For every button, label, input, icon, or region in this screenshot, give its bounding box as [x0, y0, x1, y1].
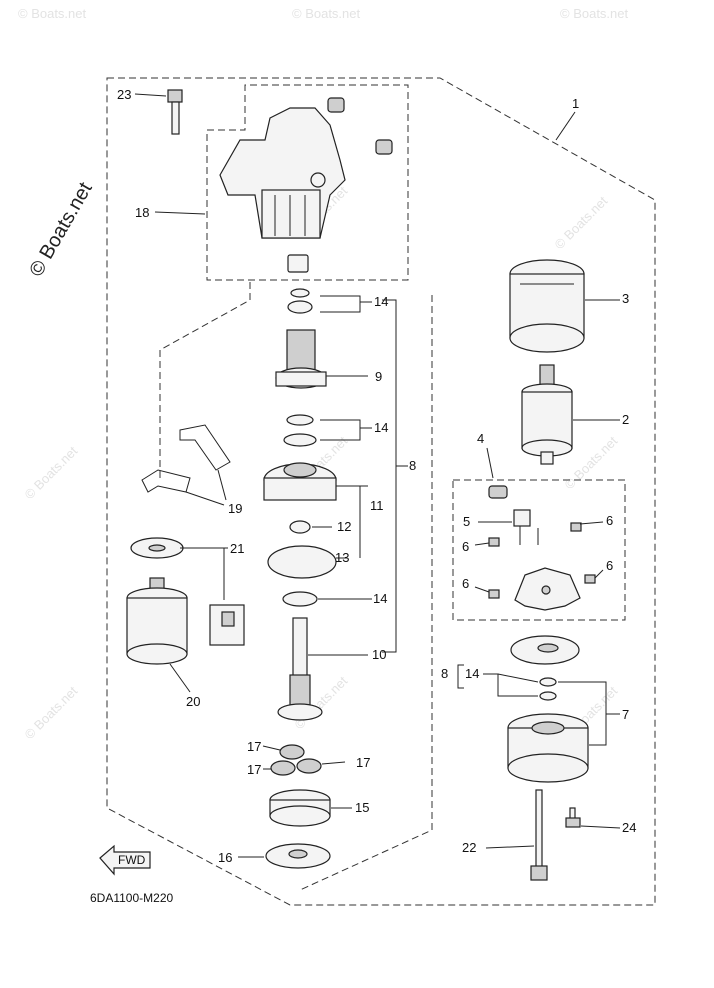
callout-24: 24: [622, 820, 636, 835]
fwd-arrow-icon: FWD: [99, 844, 151, 876]
callout-6: 6: [606, 558, 613, 573]
callout-20: 20: [186, 694, 200, 709]
callout-8: 8: [441, 666, 448, 681]
part-7-end-cover: [507, 713, 589, 783]
callout-22: 22: [462, 840, 476, 855]
part-6-nut: [488, 589, 500, 599]
callout-13: 13: [335, 550, 349, 565]
assembly-boundary: [106, 77, 656, 906]
callout-11: 11: [370, 498, 384, 513]
callout-17: 17: [247, 739, 261, 754]
callout-19: 19: [228, 501, 242, 516]
callout-16: 16: [218, 850, 232, 865]
part-14-washer-low: [282, 591, 318, 607]
part-10-shaft: [277, 617, 323, 721]
callout-4: 4: [477, 431, 484, 446]
part-14-washer: [539, 677, 557, 687]
fwd-label: FWD: [118, 853, 146, 867]
part-14-washer-mid: [283, 433, 317, 447]
watermark-faint: © Boats.net: [22, 443, 81, 502]
part-23-bolt: [167, 89, 183, 135]
callout-2: 2: [622, 412, 629, 427]
part-9-pinion: [275, 329, 327, 389]
watermark-faint: © Boats.net: [552, 193, 611, 252]
part-14-washer-top: [287, 300, 313, 314]
callout-6: 6: [462, 539, 469, 554]
part-22-bolt: [530, 789, 548, 881]
part-18-housing: [219, 97, 393, 239]
callout-14: 14: [465, 666, 479, 681]
part-21-cover: [209, 604, 245, 646]
callout-10: 10: [372, 647, 386, 662]
diagram-code: 6DA1100-M220: [90, 891, 173, 905]
callout-1: 1: [572, 96, 579, 111]
part-13-ring: [267, 545, 337, 579]
part-24-screw: [565, 807, 581, 828]
box-part-4: [452, 479, 626, 621]
part-14-clip-top: [290, 288, 310, 298]
callout-14: 14: [373, 591, 387, 606]
centerline-left: [159, 282, 251, 480]
callout-9: 9: [375, 369, 382, 384]
part-12-bushing: [289, 520, 311, 534]
part-6-nut: [584, 574, 596, 584]
callout-23: 23: [117, 87, 131, 102]
part-11-bracket: [263, 462, 337, 501]
part-17-gear: [270, 760, 296, 776]
part-17-gear: [279, 744, 305, 760]
callout-21: 21: [230, 541, 244, 556]
callout-14: 14: [374, 294, 388, 309]
part-6-nut: [570, 522, 582, 532]
watermark-faint: © Boats.net: [18, 6, 87, 21]
callout-17: 17: [356, 755, 370, 770]
watermark-main: © Boats.net: [25, 178, 97, 280]
callout-7: 7: [622, 707, 629, 722]
callout-14: 14: [374, 420, 388, 435]
callout-18: 18: [135, 205, 149, 220]
part-17-gear: [296, 758, 322, 774]
callout-6: 6: [606, 513, 613, 528]
part-14-clip-mid: [286, 414, 314, 426]
callout-5: 5: [463, 514, 470, 529]
box-part-18: [206, 84, 409, 281]
part-3-yoke: [509, 259, 585, 353]
part-20-solenoid: [126, 577, 188, 665]
part-6-nut: [488, 537, 500, 547]
callout-3: 3: [622, 291, 629, 306]
callout-15: 15: [355, 800, 369, 815]
watermark-faint: © Boats.net: [560, 6, 629, 21]
callout-6: 6: [462, 576, 469, 591]
part-19-brackets: [141, 424, 231, 493]
part-5-brush: [488, 485, 539, 545]
callout-17: 17: [247, 762, 261, 777]
centerline-right: [299, 295, 433, 891]
callout-12: 12: [337, 519, 351, 534]
watermark-faint: © Boats.net: [292, 6, 361, 21]
watermark-faint: © Boats.net: [22, 683, 81, 742]
bushing: [287, 254, 309, 273]
part-2-armature: [521, 364, 573, 465]
callout-8: 8: [409, 458, 416, 473]
